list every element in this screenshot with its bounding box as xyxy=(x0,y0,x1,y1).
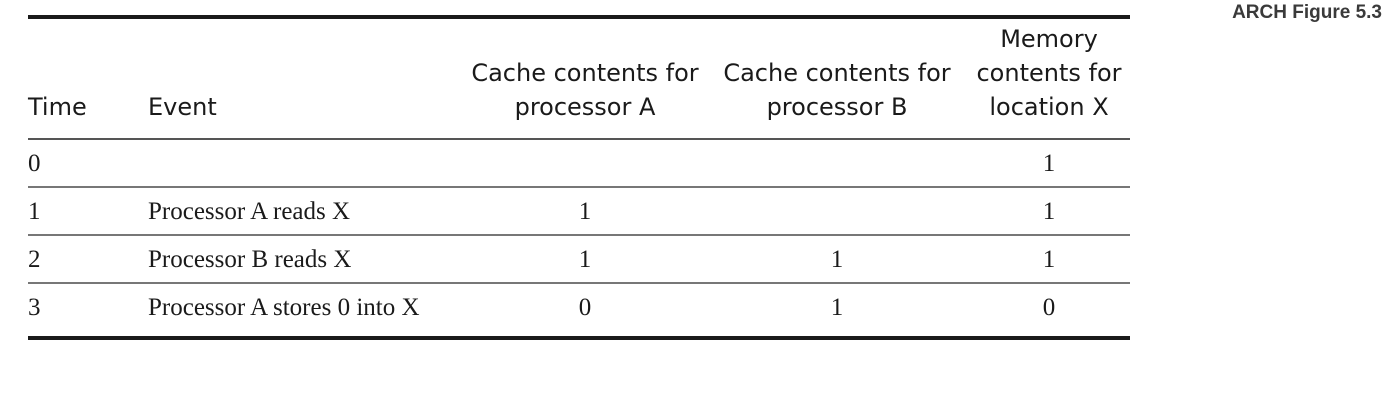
cell-time: 1 xyxy=(28,187,148,236)
cache-coherence-table: Time Event Cache contents for processor … xyxy=(28,15,1130,340)
header-cache-b: Cache contents for processor B xyxy=(706,19,968,140)
table-row: 3 Processor A stores 0 into X 0 1 0 xyxy=(28,283,1130,336)
header-row: Time Event Cache contents for processor … xyxy=(28,19,1130,140)
table-row: 2 Processor B reads X 1 1 1 xyxy=(28,235,1130,284)
cell-memory: 1 xyxy=(968,235,1130,284)
cell-time: 0 xyxy=(28,139,148,188)
cell-memory: 1 xyxy=(968,139,1130,188)
cell-cache-a: 1 xyxy=(464,187,706,236)
header-time: Time xyxy=(28,19,148,140)
header-event: Event xyxy=(148,19,464,140)
cell-memory: 0 xyxy=(1042,294,1056,321)
header-cache-a: Cache contents for processor A xyxy=(464,19,706,140)
table-row: 1 Processor A reads X 1 1 xyxy=(28,187,1130,236)
cell-time: 3 xyxy=(28,294,41,321)
table-row: 0 1 xyxy=(28,139,1130,188)
cell-cache-a: 0 xyxy=(578,294,592,321)
figure-label: ARCH Figure 5.3 xyxy=(1232,2,1382,23)
cell-event: Processor A reads X xyxy=(148,187,464,236)
cell-memory: 1 xyxy=(968,187,1130,236)
table-top-rule xyxy=(28,15,1130,19)
cell-time: 2 xyxy=(28,235,148,284)
cell-event: Processor A stores 0 into X xyxy=(148,294,420,321)
table-bottom-rule xyxy=(28,336,1130,340)
cell-cache-a xyxy=(464,139,706,188)
cell-event xyxy=(148,139,464,188)
cell-event: Processor B reads X xyxy=(148,235,464,284)
cell-cache-a: 1 xyxy=(464,235,706,284)
cell-cache-b xyxy=(706,139,968,188)
data-table: Time Event Cache contents for processor … xyxy=(28,19,1130,336)
cell-cache-b: 1 xyxy=(706,235,968,284)
cell-cache-b xyxy=(706,187,968,236)
header-memory: Memory contents for location X xyxy=(968,19,1130,140)
cell-cache-b: 1 xyxy=(830,294,844,321)
